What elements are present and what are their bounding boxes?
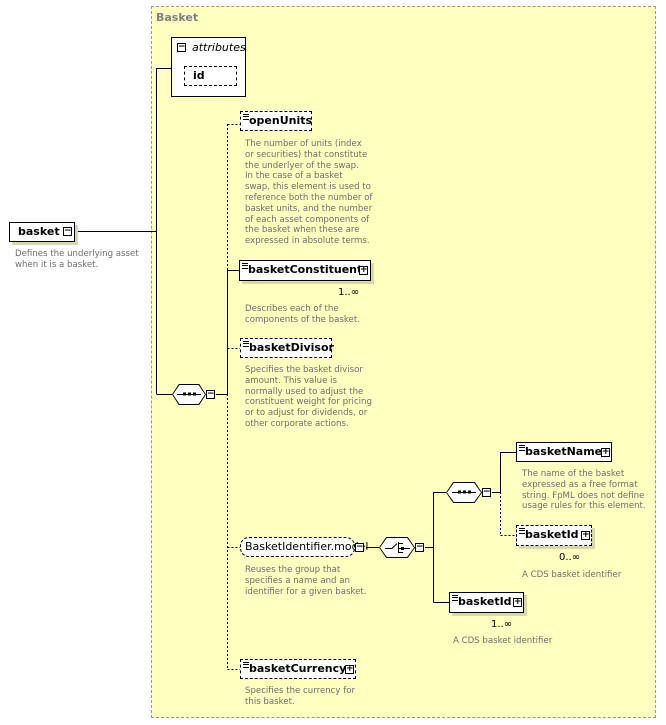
text-content-icon [519,445,525,451]
attribute-id[interactable]: id [184,66,237,86]
basketId-optional-description: A CDS basket identifier [522,570,622,580]
basketCurrency-node[interactable]: basketCurrency [240,659,356,679]
basketId-optional-node[interactable]: basketId [516,525,592,546]
text-content-icon [452,595,458,601]
basketConstituent-description: Describes each of the components of the … [245,304,360,325]
basketConstituent-cardinality: 1..∞ [338,287,360,298]
sequence-icon [452,490,476,494]
choice-icon [385,542,410,553]
sequence-icon [177,392,201,396]
basketConstituent-node[interactable]: basketConstituent [239,260,371,281]
openUnits-description: The number of units (index or securities… [245,139,373,247]
basketDivisor-description: Specifies the basket divisor amount. Thi… [245,365,372,429]
basketId-required-cardinality: 1..∞ [491,619,513,630]
basketId-required-node[interactable]: basketId [449,592,524,613]
basketIdentifier-model-node[interactable]: BasketIdentifier.model [240,537,368,557]
collapse-icon[interactable]: − [206,389,215,399]
expand-icon[interactable]: + [601,447,610,457]
basketDivisor-label: basketDivisor [249,341,334,354]
attributes-label: attributes [192,41,246,54]
basketCurrency-description: Specifies the currency for this basket. [245,686,356,707]
text-content-icon [519,528,525,534]
text-content-icon [243,662,249,668]
basket-group-panel [151,6,656,718]
basket-root-label: basket [18,225,60,238]
basketId-optional-label: basketId [525,528,579,541]
collapse-icon[interactable]: − [63,226,72,236]
expand-icon[interactable]: + [345,664,354,674]
basketConstituent-label: basketConstituent [248,263,363,276]
text-content-icon [243,341,249,347]
choice-compositor-inner [380,538,414,557]
basket-root-description: Defines the underlying asset when it is … [15,249,139,270]
basketId-required-label: basketId [458,595,512,608]
collapse-icon[interactable]: − [177,42,186,52]
expand-icon[interactable]: + [581,530,590,540]
basketIdentifier-model-description: Reuses the group that specifies a name a… [245,565,367,597]
expand-icon[interactable]: + [359,265,368,275]
expand-icon[interactable]: + [513,597,522,607]
text-content-icon [243,114,249,120]
openUnits-label: openUnits [249,114,313,127]
basketIdentifier-model-label: BasketIdentifier.model [245,540,369,553]
basketDivisor-node[interactable]: basketDivisor [240,338,334,358]
collapse-icon[interactable]: − [355,542,364,552]
openUnits-node[interactable]: openUnits [240,111,312,131]
basketId-required-description: A CDS basket identifier [453,636,553,646]
basketId-optional-cardinality: 0..∞ [559,552,581,563]
text-content-icon [242,263,248,269]
basketName-label: basketName [525,445,603,458]
basketCurrency-label: basketCurrency [249,662,347,675]
group-title: Basket [156,11,199,24]
basketName-description: The name of the basket expressed as a fr… [522,469,646,512]
collapse-icon[interactable]: − [415,542,424,552]
collapse-icon[interactable]: − [482,487,491,497]
basket-root-node[interactable]: basket [9,222,75,242]
basketName-node[interactable]: basketName [516,442,612,462]
